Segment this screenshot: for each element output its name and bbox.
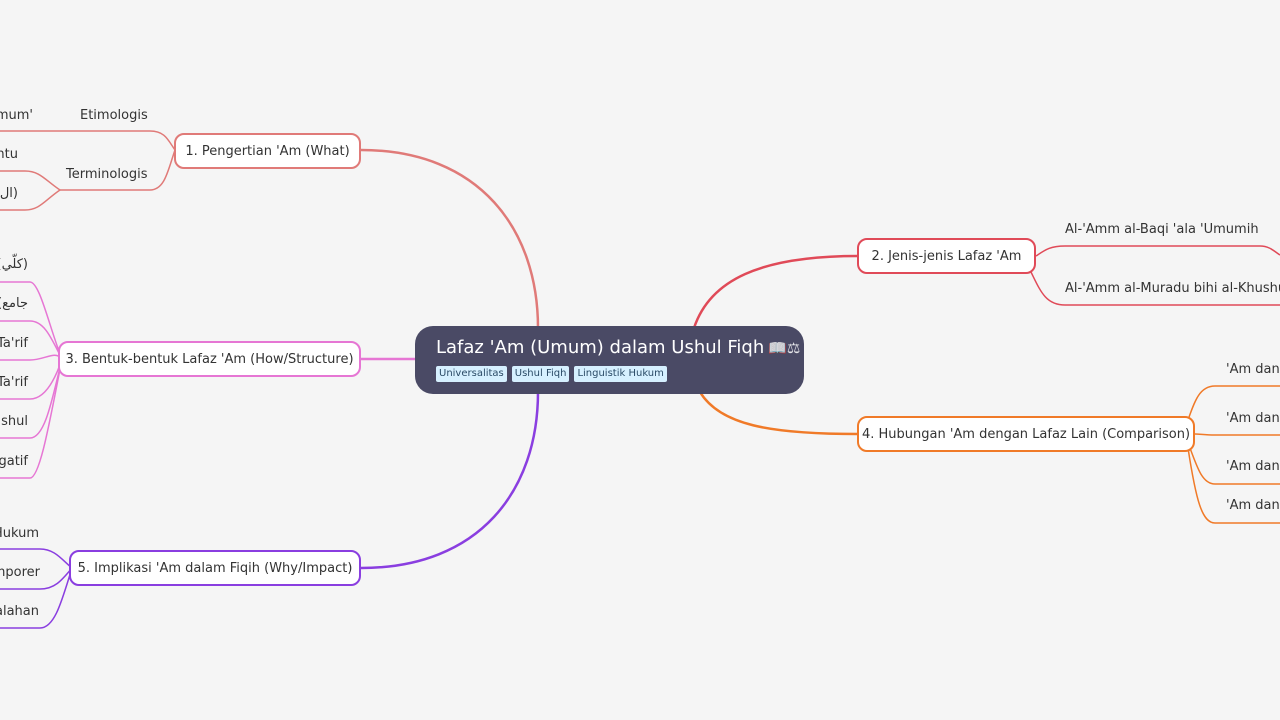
connector-b3-leaf-1 [0, 281, 63, 360]
leaf-b5-3[interactable]: alahan [0, 604, 39, 619]
connector-b5-leaf-1 [0, 548, 73, 569]
connector-branch-1 [360, 148, 540, 329]
connector-b3-leaf-6 [0, 358, 63, 479]
connector-b2-sub-2 [1029, 269, 1280, 306]
branch-1-label: 1. Pengertian 'Am (What) [185, 143, 350, 159]
branch-2-label: 2. Jenis-jenis Lafaz 'Am [871, 248, 1022, 264]
branch-5-label: 5. Implikasi 'Am dalam Fiqih (Why/Impact… [77, 560, 353, 576]
subtopic-amm-muradu[interactable]: Al-'Amm al-Muradu bihi al-Khushush [1065, 281, 1280, 296]
branch-4-label: 4. Hubungan 'Am dengan Lafaz Lain (Compa… [861, 426, 1191, 442]
leaf-b4-1[interactable]: 'Am dan K [1226, 362, 1280, 377]
branch-2-jenis[interactable]: 2. Jenis-jenis Lafaz 'Am [857, 238, 1036, 274]
connector-b4-leaf-4 [1187, 447, 1280, 524]
connector-b1-etimologis [0, 130, 176, 151]
book-scale-icon: 📖⚖ [768, 339, 801, 357]
tag-linguistik-hukum[interactable]: Linguistik Hukum [574, 366, 667, 382]
leaf-b1-2[interactable]: ntu [0, 147, 18, 162]
central-tags: Universalitas Ushul Fiqh Linguistik Huku… [436, 366, 804, 382]
central-topic[interactable]: Lafaz 'Am (Umum) dalam Ushul Fiqh📖⚖ Univ… [415, 326, 804, 394]
leaf-b3-3[interactable]: Ta'rif [0, 336, 28, 351]
connector-b3-leaf-3 [0, 354, 63, 361]
leaf-b5-1[interactable]: Hukum [0, 526, 39, 541]
leaf-b3-4[interactable]: Ta'rif [0, 375, 28, 390]
connector-branch-2 [692, 254, 859, 329]
leaf-b4-4[interactable]: 'Am dan A [1226, 498, 1280, 513]
subtopic-amm-baqi[interactable]: Al-'Amm al-Baqi 'ala 'Umumih [1065, 222, 1259, 237]
connector-b5-leaf-2 [0, 567, 73, 590]
central-title-text: Lafaz 'Am (Umum) dalam Ushul Fiqh [436, 337, 765, 358]
connector-b1-leaf-2 [0, 170, 61, 191]
leaf-b4-2[interactable]: 'Am dan M [1226, 411, 1280, 426]
branch-3-bentuk[interactable]: 3. Bentuk-bentuk Lafaz 'Am (How/Structur… [58, 341, 361, 377]
leaf-b3-5[interactable]: ushul [0, 414, 28, 429]
connector-b5-leaf-3 [0, 567, 73, 629]
connector-b4-leaf-1 [1187, 385, 1280, 421]
branch-4-hubungan[interactable]: 4. Hubungan 'Am dengan Lafaz Lain (Compa… [857, 416, 1195, 452]
leaf-b3-6[interactable]: egatif [0, 454, 28, 469]
leaf-b1-1[interactable]: mum' [0, 108, 33, 123]
leaf-b3-2[interactable]: (جامع [0, 296, 28, 311]
central-title: Lafaz 'Am (Umum) dalam Ushul Fiqh📖⚖ [436, 336, 804, 360]
tag-ushul-fiqh[interactable]: Ushul Fiqh [511, 366, 570, 382]
leaf-b4-3[interactable]: 'Am dan M [1226, 459, 1280, 474]
tag-universalitas[interactable]: Universalitas [436, 366, 507, 382]
subtopic-terminologis[interactable]: Terminologis [66, 167, 148, 182]
leaf-b3-1[interactable]: (كلّي) [0, 257, 28, 272]
connector-b4-leaf-2 [1194, 433, 1280, 436]
branch-5-implikasi[interactable]: 5. Implikasi 'Am dalam Fiqih (Why/Impact… [69, 550, 361, 586]
subtopic-etimologis[interactable]: Etimologis [80, 108, 148, 123]
connector-b4-leaf-3 [1189, 447, 1280, 485]
branch-3-label: 3. Bentuk-bentuk Lafaz 'Am (How/Structur… [65, 351, 354, 367]
connector-b2-sub-1 [1035, 245, 1280, 257]
connector-branch-4 [698, 391, 859, 436]
connector-b1-terminologis [60, 149, 176, 191]
branch-1-pengertian[interactable]: 1. Pengertian 'Am (What) [174, 133, 361, 169]
connector-b1-leaf-3 [0, 189, 61, 211]
connector-branch-5 [360, 391, 540, 570]
leaf-b1-3[interactable]: ال) [0, 186, 18, 201]
